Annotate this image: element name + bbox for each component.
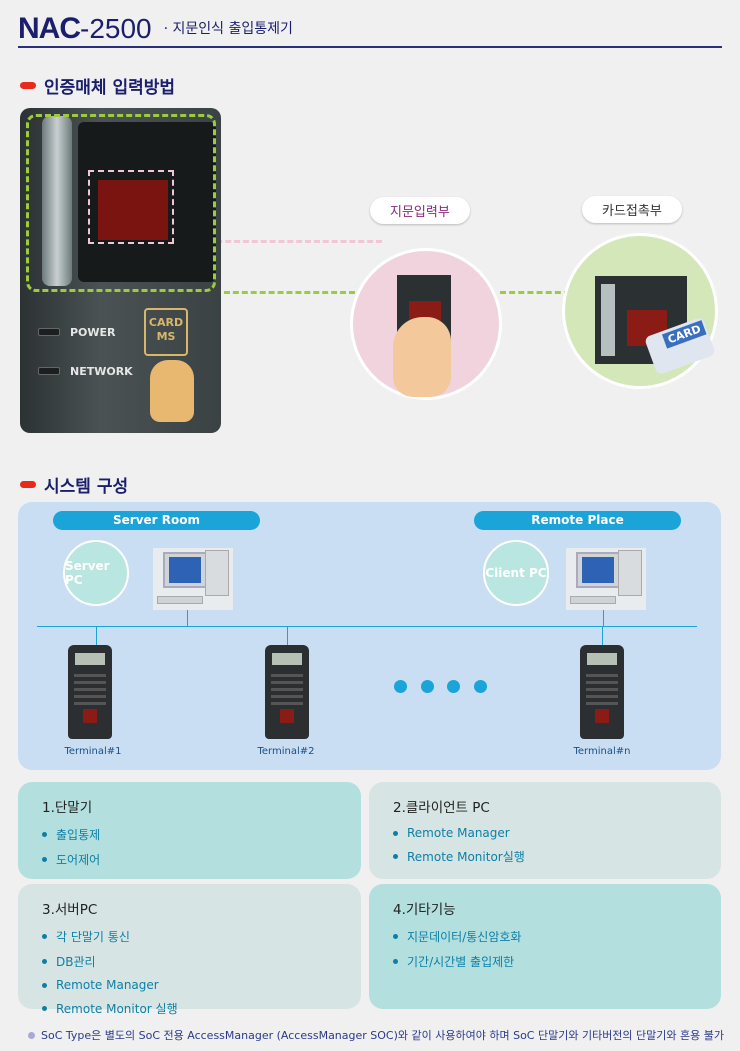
power-led-icon xyxy=(38,328,60,336)
page-title: NAC-2500 · 지문인식 출입통제기 xyxy=(18,12,293,46)
model-number: -2500 xyxy=(80,13,152,44)
card-text: CARD xyxy=(148,316,184,329)
network-led-icon xyxy=(38,367,60,375)
sensor-highlight xyxy=(88,170,174,244)
list-item: Remote Manager xyxy=(42,978,337,992)
terminal-label: Terminal#n xyxy=(573,746,631,757)
list-item: DB관리 xyxy=(42,953,337,970)
list-item: 지문데이터/통신암호화 xyxy=(393,928,697,945)
terminal-label: Terminal#1 xyxy=(64,746,122,757)
network-bus-line xyxy=(37,626,697,627)
ellipsis-dot xyxy=(394,680,407,693)
terminal-icon xyxy=(68,645,112,739)
reader-light xyxy=(601,284,615,356)
card-connector-1 xyxy=(215,291,355,294)
list-item: 도어제어 xyxy=(42,851,337,868)
hand-card-icon xyxy=(150,360,194,422)
box-title: 3.서버PC xyxy=(42,902,98,918)
finger-icon xyxy=(393,317,451,397)
client-computer-icon xyxy=(566,548,646,610)
network-label: NETWORK xyxy=(70,365,133,378)
list-item: 기간/시간별 출입제한 xyxy=(393,953,697,970)
title-divider xyxy=(18,46,722,48)
fingerprint-label: 지문입력부 xyxy=(370,197,470,224)
client-pc-badge: Client PC xyxy=(483,540,549,606)
model-name: NAC xyxy=(18,12,81,45)
bullet-icon xyxy=(28,1031,35,1039)
list-item: Remote Monitor실행 xyxy=(393,848,697,865)
section-input-methods: 인증매체 입력방법 xyxy=(20,73,175,98)
link-line xyxy=(96,626,97,645)
section-title: 시스템 구성 xyxy=(44,477,129,497)
card-label: 카드접촉부 xyxy=(582,196,682,223)
ellipsis-dot xyxy=(474,680,487,693)
list-item: 출입통제 xyxy=(42,826,337,843)
ms-text: MS xyxy=(156,330,176,343)
footnote: SoC Type은 별도의 SoC 전용 AccessManager (Acce… xyxy=(28,1027,724,1043)
server-room-label: Server Room xyxy=(53,511,260,530)
list-item: 각 단말기 통신 xyxy=(42,928,337,945)
section-title: 인증매체 입력방법 xyxy=(44,78,176,98)
subtitle: · 지문인식 출입통제기 xyxy=(163,21,293,37)
terminal-label: Terminal#2 xyxy=(257,746,315,757)
remote-place-label: Remote Place xyxy=(474,511,681,530)
fingerprint-connector xyxy=(172,240,382,243)
bullet-icon xyxy=(20,481,36,488)
footnote-text: SoC Type은 별도의 SoC 전용 AccessManager (Acce… xyxy=(41,1029,724,1042)
list-item: Remote Manager xyxy=(393,826,697,840)
bullet-icon xyxy=(20,82,36,89)
card-area-highlight xyxy=(26,114,216,292)
link-line xyxy=(287,626,288,645)
ellipsis-dot xyxy=(421,680,434,693)
server-pc-badge: Server PC xyxy=(63,540,129,606)
fingerprint-sensor xyxy=(98,180,168,240)
section-system: 시스템 구성 xyxy=(20,472,128,497)
terminal-icon xyxy=(265,645,309,739)
server-computer-icon xyxy=(153,548,233,610)
ellipsis-dot xyxy=(447,680,460,693)
box-title: 1.단말기 xyxy=(42,800,93,816)
card-circle: CARD xyxy=(562,233,718,389)
box-title: 2.클라이언트 PC xyxy=(393,800,490,816)
link-line xyxy=(603,610,604,626)
link-line xyxy=(187,610,188,626)
box-title: 4.기타기능 xyxy=(393,902,456,918)
fingerprint-circle xyxy=(350,248,502,400)
terminal-icon xyxy=(580,645,624,739)
card-connector-2 xyxy=(500,291,570,294)
link-line xyxy=(602,626,603,645)
power-label: POWER xyxy=(70,326,116,339)
list-item: Remote Monitor 실행 xyxy=(42,1000,337,1017)
light-bar xyxy=(42,116,72,286)
